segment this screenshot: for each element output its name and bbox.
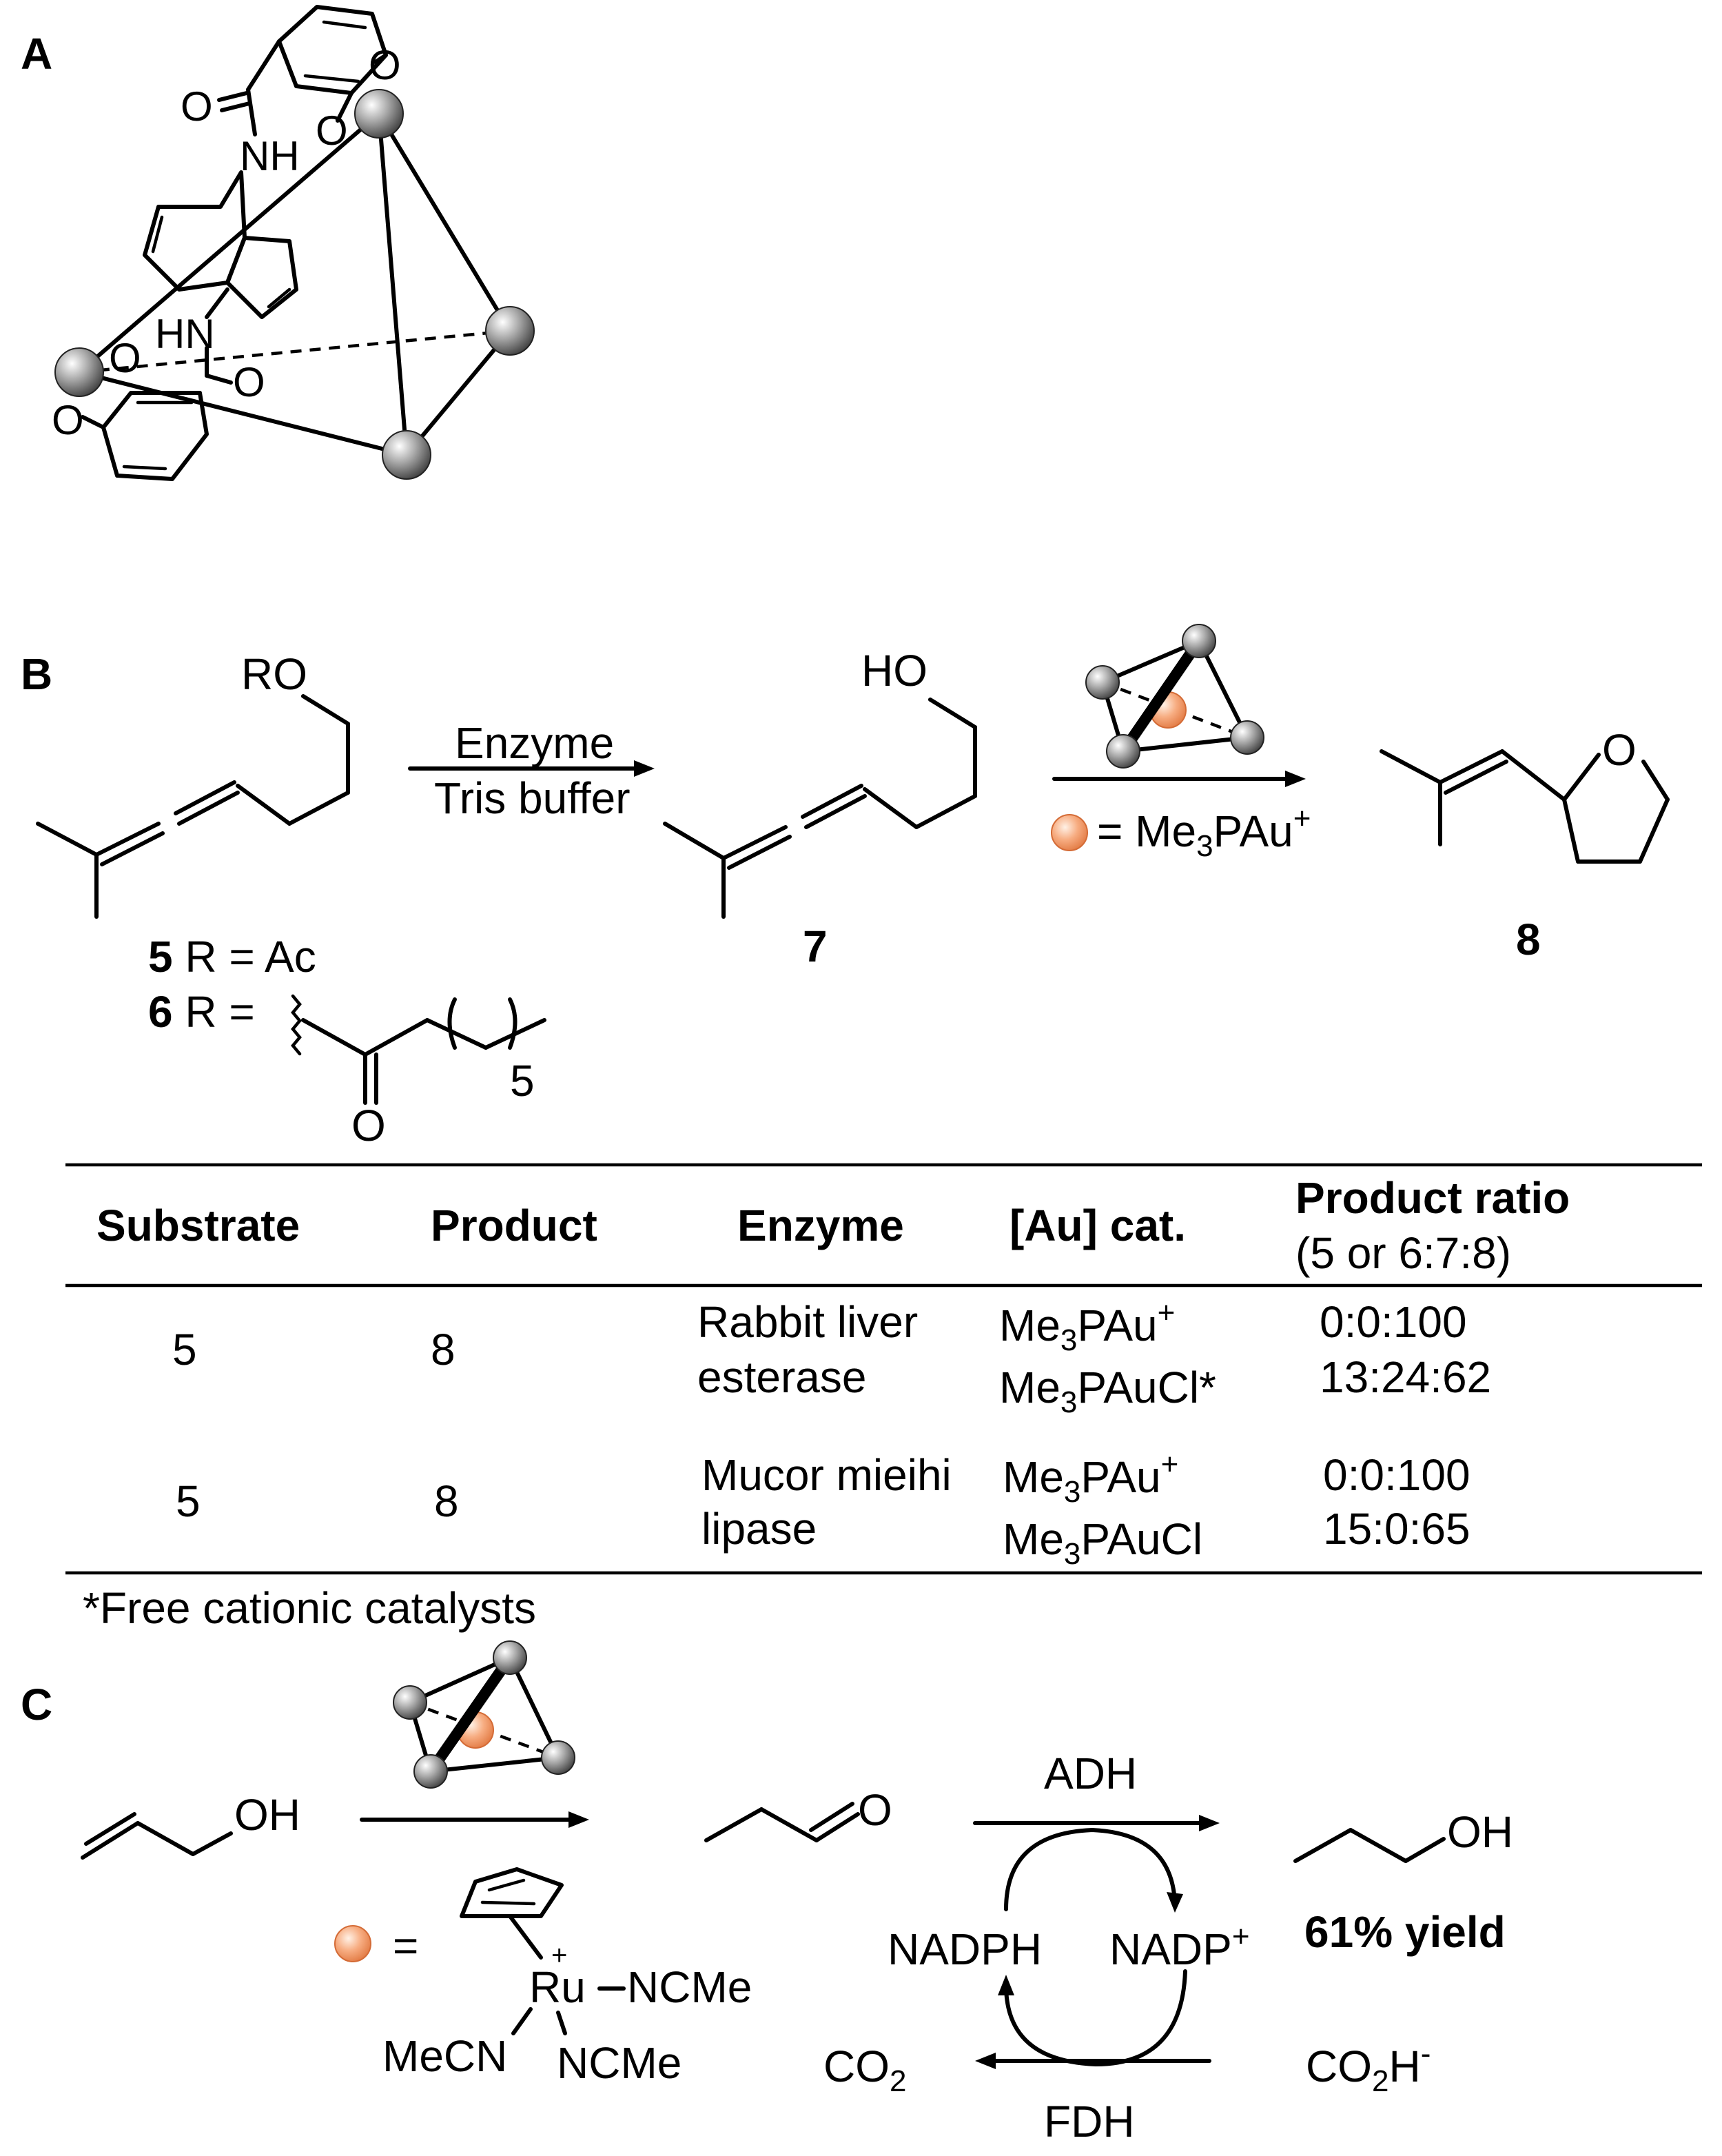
allyl-oh: OH xyxy=(234,1790,300,1840)
panel-b: B RO Enzyme Tris buffer xyxy=(21,624,1670,1150)
acyl-oxygen: O xyxy=(351,1101,386,1150)
compound-6-definition: 6 R = xyxy=(148,987,255,1037)
ligand-ncme-2: NCMe xyxy=(557,2038,681,2088)
cell-catalyst-2: Me3PAuCl* xyxy=(999,1363,1216,1419)
enzyme-adh: ADH xyxy=(1044,1749,1137,1798)
allyl-alcohol xyxy=(81,1812,233,1860)
cage-edge xyxy=(377,112,512,333)
cell-catalyst-1: Me3PAu+ xyxy=(999,1296,1175,1357)
ring-oxygen: O xyxy=(1602,725,1637,775)
header-product: Product xyxy=(431,1201,597,1250)
cell-catalyst-1: Me3PAu+ xyxy=(1003,1447,1178,1509)
gold-guest-legend-sphere xyxy=(1051,814,1088,851)
propanol xyxy=(1293,1828,1446,1863)
atom-o-carbonyl2: O xyxy=(233,359,265,405)
cell-ratio-2: 13:24:62 xyxy=(1320,1352,1491,1402)
naphthyl-ring-lower xyxy=(225,236,298,319)
atom-nh: NH xyxy=(240,133,300,179)
formate: CO2H- xyxy=(1306,2037,1431,2098)
ro-group: RO xyxy=(241,649,307,699)
enzyme-fdh: FDH xyxy=(1044,2097,1135,2146)
cell-product: 8 xyxy=(431,1325,455,1374)
cell-enzyme-line2: lipase xyxy=(701,1504,817,1554)
metal-vertex-sphere xyxy=(54,347,104,397)
cell-enzyme-line2: esterase xyxy=(697,1352,866,1402)
metal-vertex-sphere xyxy=(382,430,431,480)
cofactor-nadph: NADPH xyxy=(888,1924,1042,1974)
header-enzyme: Enzyme xyxy=(737,1201,904,1250)
ruthenium-legend-sphere xyxy=(334,1925,371,1962)
lower-catechol-ring xyxy=(101,391,209,481)
cyclopentadienyl-ring xyxy=(460,1867,564,1960)
acyl-chain xyxy=(291,994,546,1105)
ruthenium-center: Ru xyxy=(529,1962,586,2012)
metal-vertex-sphere xyxy=(354,89,404,139)
header-product-ratio: Product ratio xyxy=(1295,1173,1570,1223)
compound-8-skeleton xyxy=(1380,749,1670,864)
cage-edge xyxy=(77,112,381,374)
table-row: 5 8 Rabbit liver esterase Me3PAu+ Me3PAu… xyxy=(172,1296,1491,1419)
atom-o-lower2: O xyxy=(52,397,84,443)
propanol-oh: OH xyxy=(1447,1807,1513,1857)
cell-enzyme-line1: Rabbit liver xyxy=(697,1297,918,1347)
header-au-catalyst: [Au] cat. xyxy=(1009,1201,1186,1250)
cage-edge xyxy=(404,329,512,457)
compound-7-skeleton xyxy=(663,698,977,919)
header-ratio-sub: (5 or 6:7:8) xyxy=(1295,1228,1511,1278)
cofactor-cycle-upper xyxy=(1004,1828,1177,1911)
cage-with-gold-guest xyxy=(1085,624,1264,769)
legend-gold-cation: = Me3PAu+ xyxy=(1097,802,1311,863)
cell-catalyst-2: Me3PAuCl xyxy=(1003,1514,1202,1571)
atom-o-upper1: O xyxy=(369,42,401,88)
cage-with-ruthenium-guest xyxy=(393,1640,575,1789)
ligand-ncme-1: NCMe xyxy=(627,1962,752,2012)
yield-label: 61% yield xyxy=(1304,1907,1506,1957)
panel-c-label: C xyxy=(21,1680,52,1729)
substrate-allene xyxy=(36,694,350,919)
ruthenium-charge: + xyxy=(551,1940,567,1971)
cell-product: 8 xyxy=(434,1476,459,1526)
chain-repeat-subscript: 5 xyxy=(510,1056,535,1106)
compound-7-label: 7 xyxy=(803,922,828,971)
compound-5-definition: 5 R = Ac xyxy=(148,932,316,982)
cofactor-cycle-lower xyxy=(1004,1969,1187,2066)
aldehyde-oxygen: O xyxy=(858,1785,892,1835)
cell-ratio-1: 0:0:100 xyxy=(1320,1297,1467,1347)
header-substrate: Substrate xyxy=(96,1201,300,1250)
cage-edge-hidden xyxy=(79,329,511,374)
table-footnote: *Free cationic catalysts xyxy=(83,1583,536,1633)
ho-group: HO xyxy=(861,646,927,695)
cell-enzyme-line1: Mucor mieihi xyxy=(701,1450,952,1500)
atom-o-lower1: O xyxy=(109,335,141,381)
cell-substrate: 5 xyxy=(172,1325,197,1374)
cell-ratio-1: 0:0:100 xyxy=(1323,1450,1470,1500)
panel-c: C OH = xyxy=(21,1640,1513,2146)
atom-o-carbonyl1: O xyxy=(181,83,213,130)
panel-a-label: A xyxy=(21,29,52,79)
panel-b-label: B xyxy=(21,649,52,699)
propanal xyxy=(704,1802,860,1842)
cage-edge xyxy=(377,112,409,457)
cell-substrate: 5 xyxy=(176,1476,201,1526)
table-row: 5 8 Mucor mieihi lipase Me3PAu+ Me3PAuCl… xyxy=(176,1447,1470,1571)
arrow1-label-top: Enzyme xyxy=(455,718,614,768)
cofactor-nadp: NADP+ xyxy=(1109,1920,1250,1974)
results-table: Substrate Product Enzyme [Au] cat. Produ… xyxy=(65,1163,1702,1633)
compound-8-label: 8 xyxy=(1516,915,1541,964)
arrow1-label-bottom: Tris buffer xyxy=(434,773,631,823)
legend-equals: = xyxy=(393,1921,418,1971)
ligand-mecn: MeCN xyxy=(382,2031,507,2081)
cage-edge xyxy=(77,370,409,457)
metal-vertex-sphere xyxy=(485,306,535,356)
panel-a: A O O O NH HN O O O xyxy=(21,5,535,481)
carbon-dioxide: CO2 xyxy=(823,2042,906,2098)
cell-ratio-2: 15:0:65 xyxy=(1323,1504,1470,1554)
